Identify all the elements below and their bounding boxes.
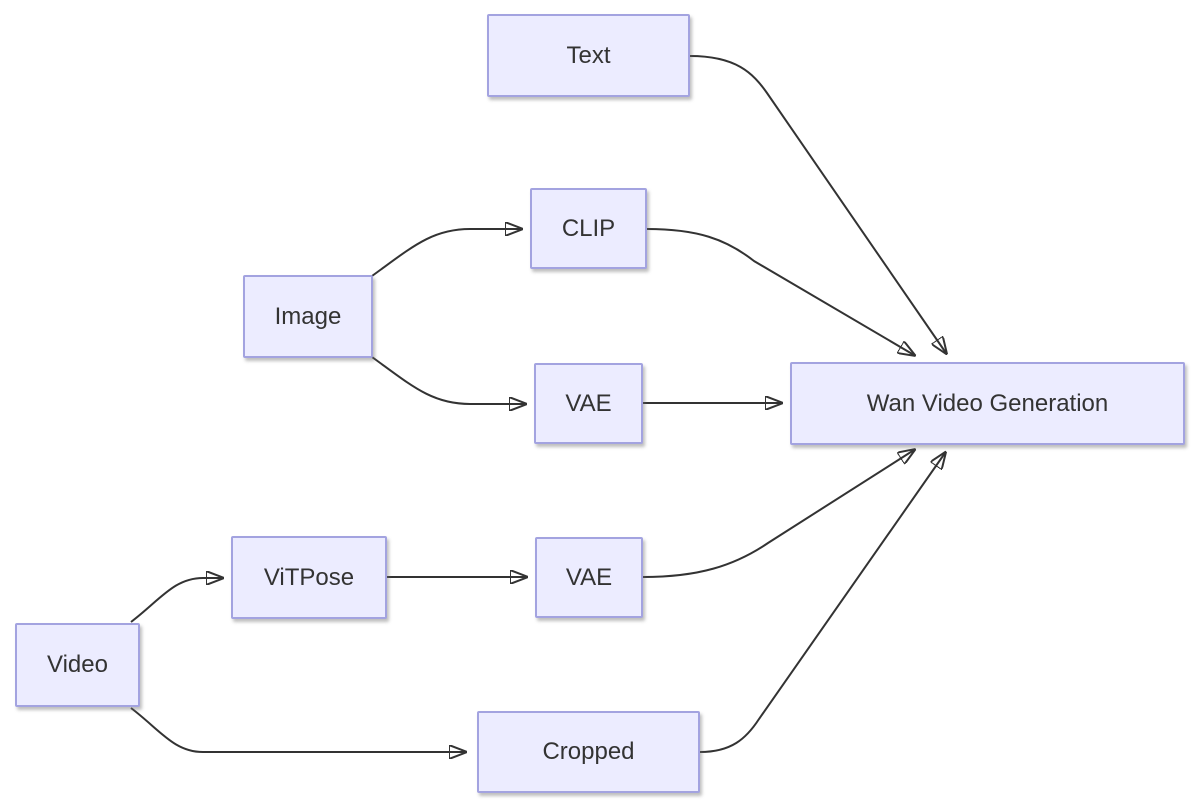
edge-video-to-vitpose (130, 578, 222, 623)
node-video: Video (15, 623, 140, 707)
node-image-label: Image (274, 302, 342, 330)
node-vae-pose-label: VAE (565, 563, 613, 591)
node-wan-video-generation-label: Wan Video Generation (866, 389, 1109, 417)
node-vae-image-label: VAE (565, 389, 612, 417)
edge-video-to-cropped (130, 707, 465, 752)
node-image: Image (243, 275, 373, 358)
node-text: Text (487, 14, 690, 97)
node-vae-pose: VAE (535, 537, 643, 618)
edge-clip-to-wan (646, 228, 914, 355)
node-vae-image: VAE (534, 363, 643, 444)
node-text-label: Text (566, 41, 611, 69)
edge-text-to-wan (689, 55, 946, 353)
edge-image-to-vae-image (371, 356, 525, 404)
edge-cropped-to-wan (699, 453, 945, 753)
node-wan-video-generation: Wan Video Generation (790, 362, 1185, 445)
node-clip-label: CLIP (561, 214, 616, 242)
node-vitpose: ViTPose (231, 536, 387, 619)
node-video-label: Video (47, 651, 108, 678)
node-clip: CLIP (530, 188, 647, 269)
edge-vae-pose-to-wan (642, 450, 914, 578)
edge-image-to-clip (371, 229, 521, 277)
node-cropped-label: Cropped (542, 738, 635, 765)
node-vitpose-label: ViTPose (263, 563, 355, 591)
node-cropped: Cropped (477, 711, 700, 793)
